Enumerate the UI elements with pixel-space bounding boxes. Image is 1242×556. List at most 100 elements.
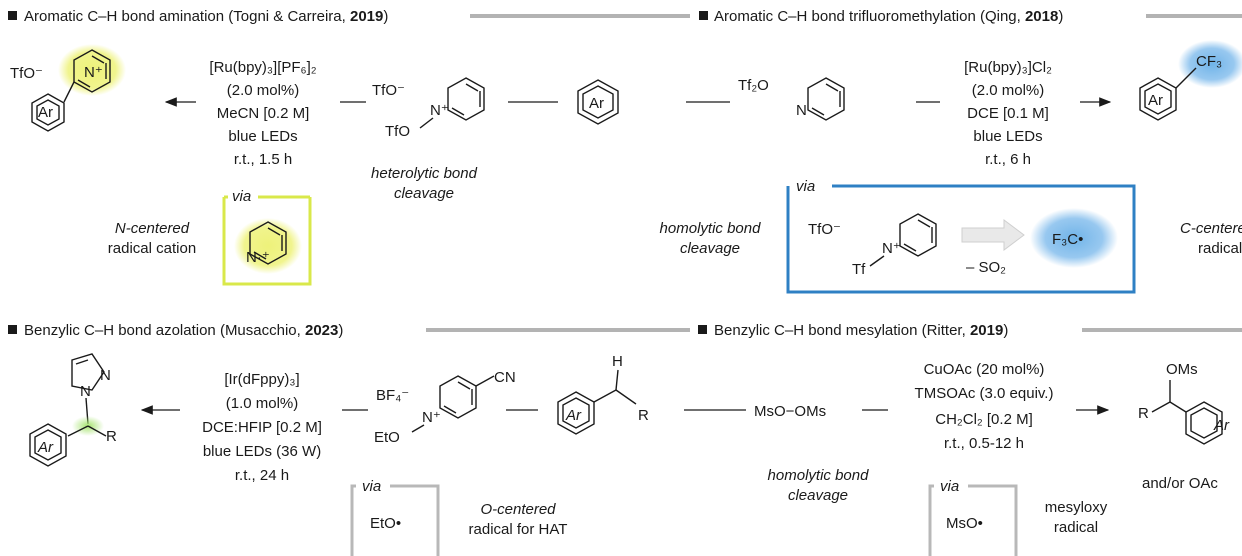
p2-via-sub: Tf (852, 261, 866, 278)
svg-text:r.t., 1.5 h: r.t., 1.5 h (234, 151, 292, 168)
svg-text:r.t., 0.5-12 h: r.t., 0.5-12 h (944, 435, 1024, 452)
p3-reagent-counterion: BF₄⁻ (376, 387, 409, 404)
p2-via-n: N⁺ (882, 240, 901, 257)
p2-product-glow (1178, 40, 1242, 88)
p2-via-box (786, 184, 1136, 294)
svg-text:(2.0 mol%): (2.0 mol%) (972, 82, 1045, 99)
svg-text:blue LEDs: blue LEDs (228, 128, 297, 145)
p3-cn-bond (475, 375, 495, 387)
p3-c-ar-bond (67, 425, 89, 437)
p4-c-r-bond (1151, 401, 1171, 413)
svg-text:(1.0 mol%): (1.0 mol%) (226, 395, 299, 412)
p4-via-radical: MsO• (946, 515, 983, 532)
p3-pyrazole-ring (71, 353, 105, 391)
p2-conditions: [Ru(bpy)₃]Cl₂ (2.0 mol%) DCE [0.1 M] blu… (964, 59, 1052, 168)
svg-text:mesyloxy: mesyloxy (1045, 499, 1108, 516)
svg-text:(2.0 mol%): (2.0 mol%) (227, 82, 300, 99)
p3-via-radical: EtO• (370, 515, 401, 532)
svg-text:DCE [0.1 M]: DCE [0.1 M] (967, 105, 1049, 122)
p4-via-label: via (940, 478, 959, 495)
svg-text:C-centered: C-centered (1180, 220, 1242, 237)
p1-reagent-pyridinium-ring (447, 77, 485, 121)
svg-text:radical: radical (1198, 240, 1242, 257)
p1-product-pyridinium-ring (73, 49, 111, 93)
svg-text:radical: radical (1054, 519, 1098, 536)
p1-via-label: via (232, 188, 251, 205)
p2-reagent: Tf₂O (738, 77, 769, 94)
svg-text:homolytic bond: homolytic bond (660, 220, 762, 237)
central-arene: Ar (577, 79, 619, 125)
p3-no-bond (411, 424, 425, 433)
p2-radical-glow (1030, 208, 1118, 268)
p4-product-r: R (1138, 405, 1149, 422)
p2-via-counterion: TfO⁻ (808, 221, 841, 238)
p2-product-bond (1175, 67, 1197, 89)
p2-pyridine-n: N (796, 102, 807, 119)
svg-text:[Ir(dFppy)₃]: [Ir(dFppy)₃] (224, 371, 299, 388)
p1-product-n: N⁺ (84, 64, 103, 81)
svg-text:[Ru(bpy)₃][PF₆]₂: [Ru(bpy)₃][PF₆]₂ (209, 59, 316, 76)
p2-via-ntf-bond (869, 255, 885, 267)
p2-product-ar-label: Ar (1148, 92, 1163, 109)
svg-text:blue LEDs (36 W): blue LEDs (36 W) (203, 443, 321, 460)
bullet-square-icon (8, 11, 17, 20)
p1-via-box (222, 197, 312, 286)
p3-via-box (350, 484, 440, 556)
svg-text:radical cation: radical cation (108, 240, 196, 257)
p2-fragmentation-arrow-icon (961, 219, 1025, 251)
p2-pyridine-ring (807, 77, 845, 121)
svg-text:MeCN [0.2 M]: MeCN [0.2 M] (217, 105, 310, 122)
p4-cleavage-note: homolytic bond cleavage (768, 467, 870, 504)
p3-product-r: R (106, 428, 117, 445)
svg-text:cleavage: cleavage (680, 240, 740, 257)
bullet-square-icon (699, 11, 708, 20)
panel-azolation: Benzylic C–H bond azolation (Musacchio, … (8, 322, 690, 556)
p3-product-ar-label: Ar (37, 439, 54, 456)
p3-reagent-n: N⁺ (422, 409, 441, 426)
p1-product-bond (63, 81, 75, 103)
panel-1-title: Aromatic C–H bond amination (Togni & Car… (24, 8, 388, 25)
p2-product-group: CF₃ (1196, 53, 1222, 70)
svg-text:CH₂Cl₂ [0.2 M]: CH₂Cl₂ [0.2 M] (935, 411, 1033, 428)
p1-product-counterion: TfO⁻ (10, 65, 43, 82)
p2-radical-label: C-centered radical (1180, 220, 1242, 257)
p4-conditions: CuOAc (20 mol%) TMSOAc (3.0 equiv.) CH₂C… (915, 361, 1054, 452)
p3-substrate-r-bond (615, 389, 637, 405)
p2-via-loss: – SO₂ (966, 259, 1006, 276)
p4-c-ar-bond (1169, 401, 1187, 413)
p4-radical-label: mesyloxy radical (1045, 499, 1108, 536)
p4-product-arene-ring (1185, 401, 1223, 445)
svg-text:cleavage: cleavage (788, 487, 848, 504)
svg-text:r.t., 24 h: r.t., 24 h (235, 467, 289, 484)
p4-reagent: MsO−OMs (754, 403, 826, 420)
svg-text:[Ru(bpy)₃]Cl₂: [Ru(bpy)₃]Cl₂ (964, 59, 1052, 76)
p1-product-arene-ring (31, 93, 65, 132)
p2-via-pyridinium-ring (899, 213, 937, 257)
p3-via-label: via (362, 478, 381, 495)
svg-text:blue LEDs: blue LEDs (973, 128, 1042, 145)
svg-text:O-centered: O-centered (480, 501, 556, 518)
p1-reagent-n: N⁺ (430, 102, 449, 119)
p4-product-group: OMs (1166, 361, 1198, 378)
panel-trifluoromethylation: Aromatic C–H bond trifluoromethylation (… (660, 8, 1242, 294)
p4-product-ar-label: Ar (1213, 417, 1230, 434)
p3-pyrazole-n2: N (100, 367, 111, 384)
svg-text:Ar: Ar (589, 95, 604, 112)
p3-conditions: [Ir(dFppy)₃] (1.0 mol%) DCE:HFIP [0.2 M]… (202, 371, 322, 484)
panel-mesylation: Benzylic C–H bond mesylation (Ritter, 20… (684, 322, 1242, 556)
p3-product-arene-ring (29, 423, 67, 467)
p1-reagent-note: heterolytic bond cleavage (371, 165, 478, 202)
svg-text:r.t., 6 h: r.t., 6 h (985, 151, 1031, 168)
panel-amination: Aromatic C–H bond amination (Togni & Car… (8, 8, 690, 286)
svg-text:CuOAc (20 mol%): CuOAc (20 mol%) (924, 361, 1045, 378)
p2-via-radical: F₃C• (1052, 231, 1083, 248)
bullet-square-icon (8, 325, 17, 334)
panel-4-title: Benzylic C–H bond mesylation (Ritter, 20… (714, 322, 1008, 339)
p4-via-box (928, 484, 1018, 556)
p3-c-r-bond (87, 425, 107, 437)
p3-radical-label: O-centered radical for HAT (469, 501, 568, 538)
svg-text:homolytic bond: homolytic bond (768, 467, 870, 484)
svg-text:DCE:HFIP [0.2 M]: DCE:HFIP [0.2 M] (202, 419, 322, 436)
p2-cleavage-note: homolytic bond cleavage (660, 220, 762, 257)
